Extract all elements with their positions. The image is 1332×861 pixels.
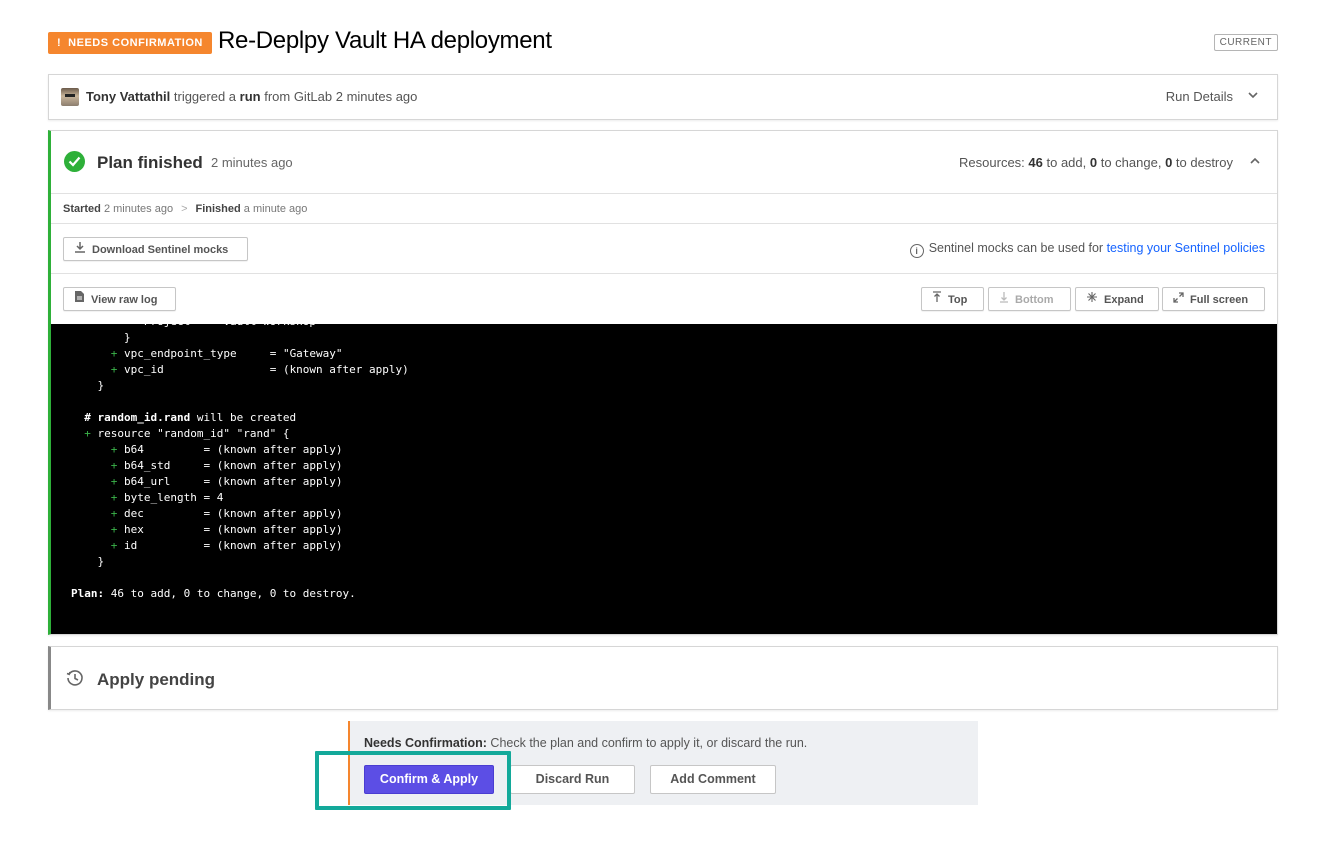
log-line: + dec = (known after apply) bbox=[71, 506, 409, 522]
plus-marker: + bbox=[84, 427, 91, 440]
log-line: + byte_length = 4 bbox=[71, 490, 409, 506]
log-line: + hex = (known after apply) bbox=[71, 522, 409, 538]
plus-marker: + bbox=[110, 475, 118, 488]
log-line-text: dec = (known after apply) bbox=[124, 507, 343, 520]
log-line: + b64_std = (known after apply) bbox=[71, 458, 409, 474]
current-badge: CURRENT bbox=[1213, 34, 1278, 51]
avatar bbox=[61, 88, 79, 106]
arrow-up-icon bbox=[932, 288, 942, 310]
log-line-text: # random_id.rand bbox=[71, 411, 191, 424]
expand-button[interactable]: Expand bbox=[1075, 287, 1159, 311]
run-details-toggle[interactable]: Run Details bbox=[1165, 89, 1233, 104]
plan-time: 2 minutes ago bbox=[211, 155, 293, 170]
plus-marker: + bbox=[110, 347, 118, 360]
info-icon: i bbox=[909, 244, 924, 258]
log-line: } bbox=[71, 554, 409, 570]
plus-marker: + bbox=[110, 507, 118, 520]
log-line-text: resource "random_id" "rand" { bbox=[97, 427, 290, 440]
log-line-suffix: 46 to add, 0 to change, 0 to destroy. bbox=[104, 587, 356, 600]
log-line-text: vpc_endpoint_type = "Gateway" bbox=[124, 347, 343, 360]
plus-marker: + bbox=[110, 539, 118, 552]
plan-card: Plan finished 2 minutes ago Resources: 4… bbox=[48, 130, 1278, 635]
download-icon bbox=[74, 238, 86, 260]
plan-header[interactable]: Plan finished 2 minutes ago Resources: 4… bbox=[51, 131, 1277, 194]
log-line: + id = (known after apply) bbox=[71, 538, 409, 554]
download-sentinel-mocks-button[interactable]: Download Sentinel mocks bbox=[63, 237, 248, 261]
sentinel-policies-link[interactable]: testing your Sentinel policies bbox=[1106, 241, 1265, 255]
plus-marker: + bbox=[110, 443, 118, 456]
add-comment-button[interactable]: Add Comment bbox=[650, 765, 776, 794]
full-screen-button[interactable]: Full screen bbox=[1162, 287, 1265, 311]
plus-marker: + bbox=[110, 523, 118, 536]
log-line-text: vpc_id = (known after apply) bbox=[124, 363, 409, 376]
log-line: + b64_url = (known after apply) bbox=[71, 474, 409, 490]
log-line: Plan: 46 to add, 0 to change, 0 to destr… bbox=[71, 586, 409, 602]
log-line-text: id = (known after apply) bbox=[124, 539, 343, 552]
log-toolbar: View raw log Top Bottom Expand Full scre… bbox=[51, 274, 1277, 324]
log-line-suffix: will be created bbox=[190, 411, 297, 424]
status-badge-label: NEEDS CONFIRMATION bbox=[68, 37, 203, 49]
page-title: Re-Deplpy Vault HA deployment bbox=[218, 27, 552, 54]
log-line-text: byte_length = 4 bbox=[124, 491, 224, 504]
log-line-text: } bbox=[71, 331, 131, 344]
plan-timeline: Started 2 minutes ago>Finished a minute … bbox=[51, 194, 1277, 224]
fullscreen-icon bbox=[1173, 288, 1184, 310]
log-line: + resource "random_id" "rand" { bbox=[71, 426, 409, 442]
apply-card[interactable]: Apply pending bbox=[48, 646, 1278, 710]
log-line: # random_id.rand will be created bbox=[71, 410, 409, 426]
chevron-down-icon[interactable] bbox=[1247, 89, 1261, 103]
chevron-right-icon: > bbox=[181, 203, 188, 215]
plus-marker: + bbox=[110, 459, 118, 472]
log-line: + vpc_id = (known after apply) bbox=[71, 362, 409, 378]
expand-icon bbox=[1086, 288, 1098, 310]
log-line: + vpc_endpoint_type = "Gateway" bbox=[71, 346, 409, 362]
plus-marker: + bbox=[110, 491, 118, 504]
page-header: ! NEEDS CONFIRMATION Re-Deplpy Vault HA d… bbox=[48, 26, 1278, 60]
trigger-summary: Tony Vattathil triggered a run from GitL… bbox=[86, 89, 418, 104]
trigger-user: Tony Vattathil bbox=[86, 89, 171, 104]
log-line: "Project" = "vault-workshop" bbox=[71, 324, 409, 330]
confirm-apply-button[interactable]: Confirm & Apply bbox=[364, 765, 494, 794]
confirmation-message: Needs Confirmation: Check the plan and c… bbox=[364, 736, 808, 750]
scroll-bottom-button[interactable]: Bottom bbox=[988, 287, 1071, 311]
log-line-text: hex = (known after apply) bbox=[124, 523, 343, 536]
discard-run-button[interactable]: Discard Run bbox=[510, 765, 635, 794]
log-line: + b64 = (known after apply) bbox=[71, 442, 409, 458]
document-icon bbox=[74, 288, 85, 310]
log-line-text: } bbox=[71, 555, 105, 568]
confirmation-panel: Needs Confirmation: Check the plan and c… bbox=[348, 721, 978, 805]
log-line: } bbox=[71, 378, 409, 394]
log-line-text: "Project" = "vault-workshop" bbox=[71, 324, 322, 328]
warning-icon: ! bbox=[57, 37, 62, 49]
log-line-text: b64_url = (known after apply) bbox=[124, 475, 343, 488]
log-line-text: b64_std = (known after apply) bbox=[124, 459, 343, 472]
run-trigger-card[interactable]: Tony Vattathil triggered a run from GitL… bbox=[48, 74, 1278, 120]
log-line: } bbox=[71, 330, 409, 346]
log-line-text: Plan: bbox=[71, 587, 105, 600]
apply-title: Apply pending bbox=[97, 670, 216, 689]
arrow-down-icon bbox=[999, 288, 1009, 310]
view-raw-log-button[interactable]: View raw log bbox=[63, 287, 176, 311]
clock-icon bbox=[66, 669, 84, 687]
log-text: "Project" = "vault-workshop" } + vpc_end… bbox=[71, 324, 409, 602]
log-line bbox=[71, 394, 409, 410]
plan-title: Plan finished bbox=[97, 153, 203, 172]
plus-marker: + bbox=[110, 363, 118, 376]
plan-log-output[interactable]: "Project" = "vault-workshop" } + vpc_end… bbox=[51, 324, 1277, 634]
resources-summary: Resources: 46 to add, 0 to change, 0 to … bbox=[959, 155, 1233, 170]
scroll-top-button[interactable]: Top bbox=[921, 287, 984, 311]
log-line-text: b64 = (known after apply) bbox=[124, 443, 343, 456]
status-badge: ! NEEDS CONFIRMATION bbox=[48, 32, 212, 54]
chevron-up-icon[interactable] bbox=[1249, 155, 1261, 170]
check-circle-icon bbox=[64, 151, 85, 172]
trigger-run-word: run bbox=[239, 89, 261, 104]
log-line-text: } bbox=[71, 379, 105, 392]
log-line bbox=[71, 570, 409, 586]
